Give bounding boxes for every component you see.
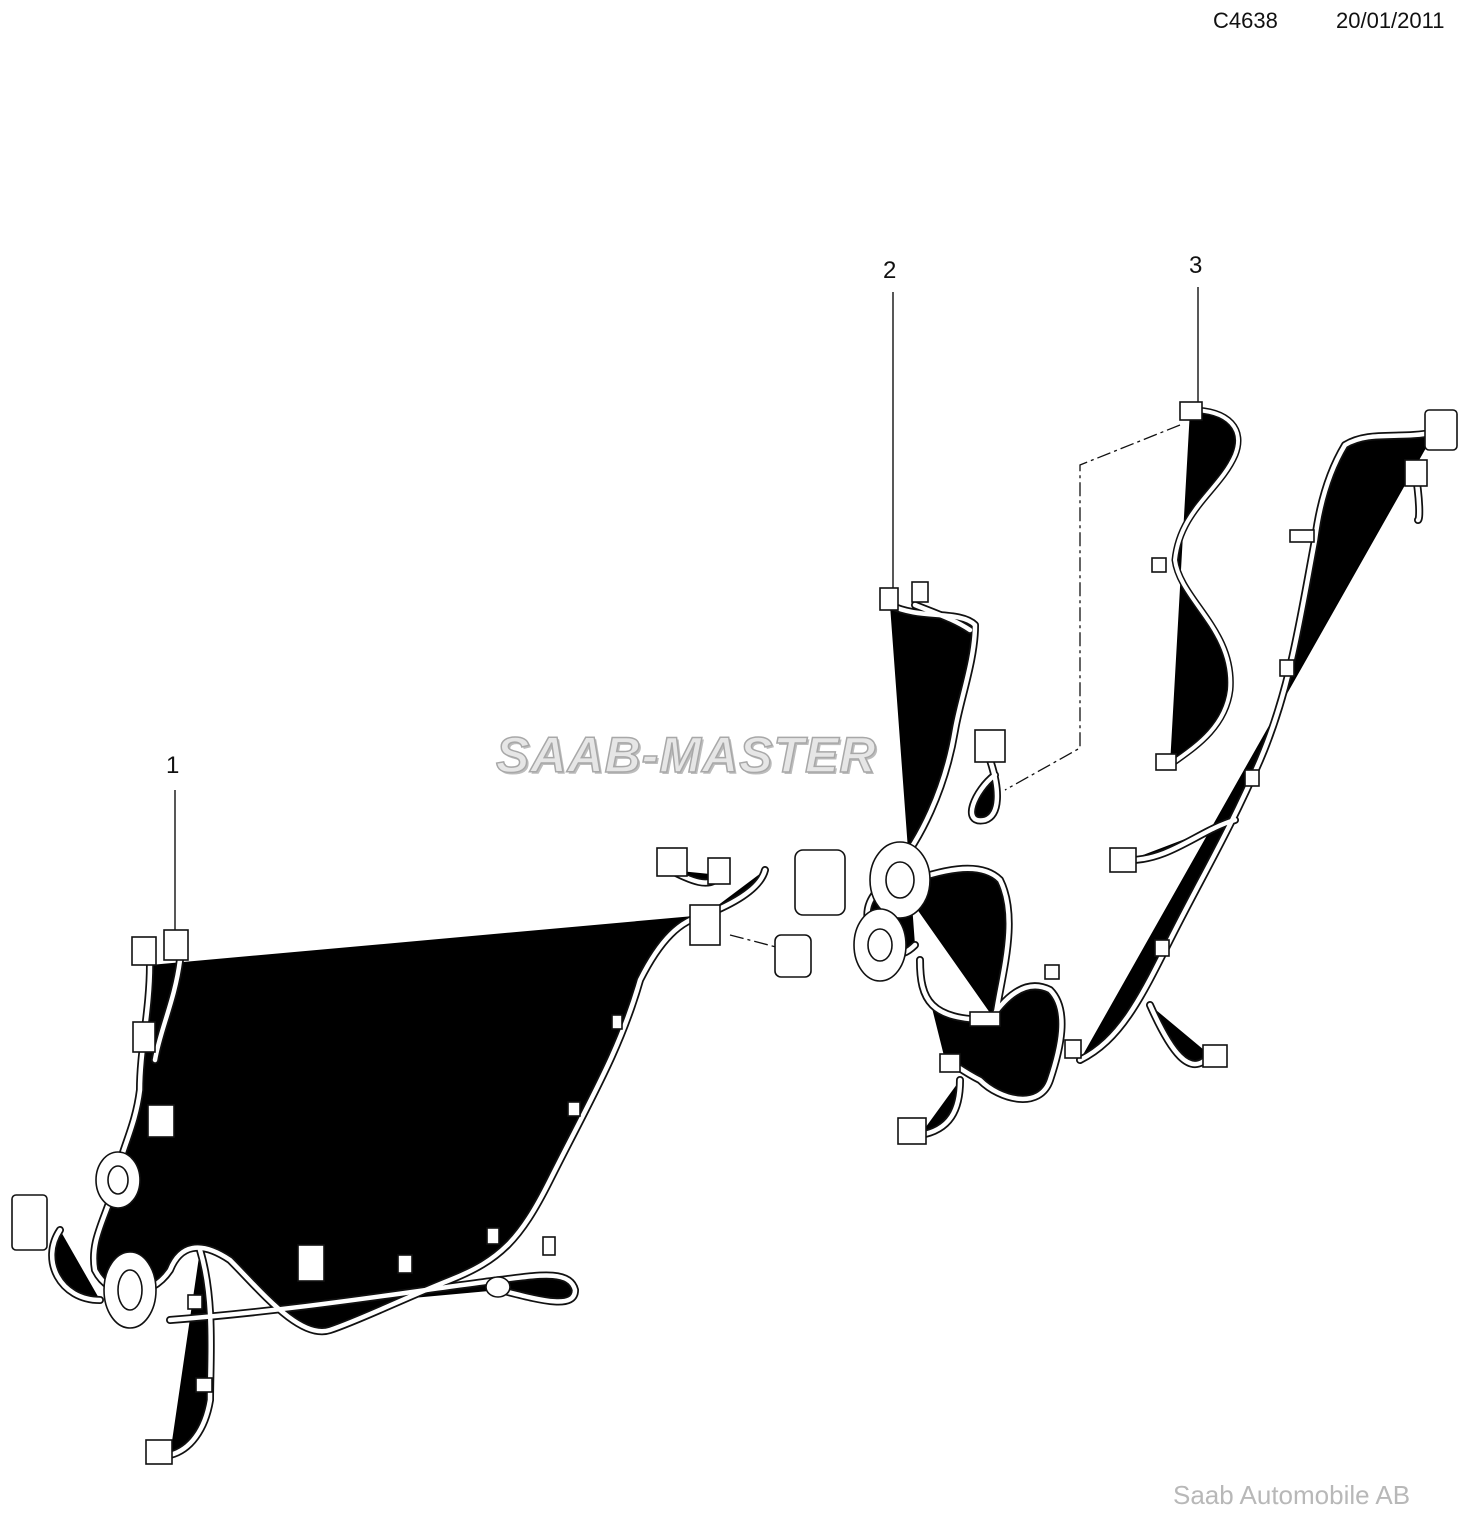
connector xyxy=(1202,1044,1228,1068)
connector xyxy=(131,936,157,966)
connector xyxy=(145,1439,173,1465)
connector xyxy=(1155,753,1177,771)
diagram-code: C4638 xyxy=(1213,8,1278,33)
connector xyxy=(689,904,721,946)
connector xyxy=(939,1053,961,1073)
copyright-text: Saab Automobile AB xyxy=(1173,1480,1411,1510)
clip xyxy=(1151,557,1167,573)
harness-1 xyxy=(11,847,812,1465)
connector xyxy=(879,587,899,611)
connector xyxy=(911,581,929,603)
connector xyxy=(1424,409,1458,451)
assembly-line-3 xyxy=(1004,424,1181,791)
watermark: SAAB-MASTER xyxy=(495,726,877,784)
harness-2 xyxy=(794,409,1458,1145)
connector xyxy=(147,1104,175,1138)
connector xyxy=(1109,847,1137,873)
connector xyxy=(897,1117,927,1145)
connector xyxy=(1179,401,1203,421)
connector xyxy=(974,729,1006,763)
callout-1: 1 xyxy=(166,752,180,779)
connector xyxy=(11,1194,48,1251)
connector xyxy=(297,1244,325,1282)
assembly-line-1 xyxy=(729,934,781,949)
clip xyxy=(969,1011,1001,1027)
connector xyxy=(707,857,731,885)
connector xyxy=(794,849,846,916)
sensor xyxy=(774,934,812,978)
callout-2: 2 xyxy=(883,257,897,284)
callout-3: 3 xyxy=(1189,252,1203,279)
connector xyxy=(656,847,688,877)
connector xyxy=(1404,459,1428,487)
connector xyxy=(485,1276,511,1298)
connector xyxy=(132,1021,156,1053)
harness-3 xyxy=(1151,401,1238,771)
connector xyxy=(163,929,189,961)
diagram-date: 20/01/2011 xyxy=(1336,8,1445,33)
